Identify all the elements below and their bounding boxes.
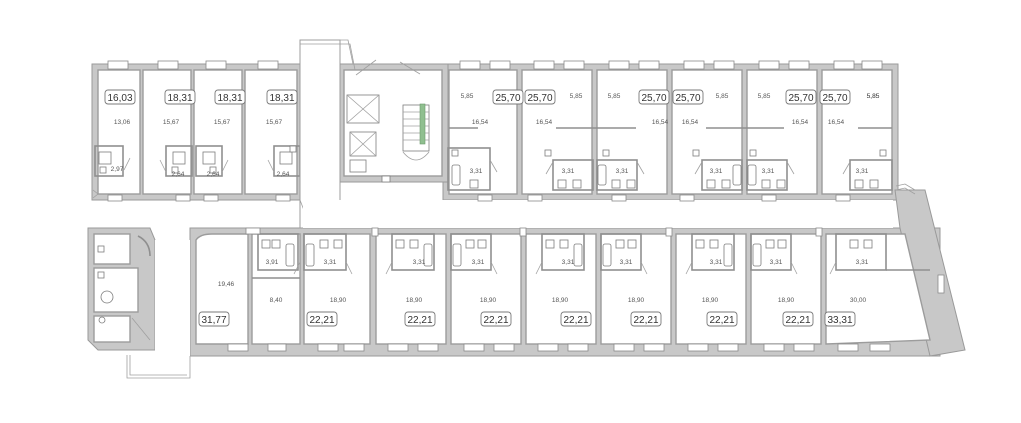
apartment-area-label: 22,21 [563,315,588,326]
room-area-label: 2,64 [207,171,220,178]
area-badge [306,311,338,327]
apartment-area-label: 25,70 [822,93,847,104]
area-badge [524,89,556,105]
area-badge [782,311,814,327]
room-area-label: 18,90 [628,297,645,304]
area-badge [198,311,230,327]
apartment-area-label: 18,31 [269,93,294,104]
room-area-label: 2,97 [111,166,124,173]
area-badge [638,89,670,105]
area-badge [492,89,524,105]
room-area-label: 16,54 [792,119,809,126]
room-area-label: 3,31 [762,168,775,175]
room-area-label: 5,85 [608,93,621,100]
room-area-label: 15,67 [163,119,180,126]
room-area-label: 16,54 [536,119,553,126]
room-area-label: 18,90 [778,297,795,304]
room-area-label: 5,85 [758,93,771,100]
apartment-area-label: 25,70 [641,93,666,104]
bottom-rooms [195,227,945,352]
room-area-label: 16,54 [472,119,489,126]
room-area-label: 16,54 [828,119,845,126]
area-badge [672,89,704,105]
room-area-label: 19,46 [218,281,235,288]
room-area-label: 5,85 [461,93,474,100]
room-area-label: 3,31 [710,168,723,175]
apartment-area-label: 22,21 [309,315,334,326]
area-badge [404,311,436,327]
room-area-label: 30,00 [850,297,867,304]
room-area-label: 3,31 [620,259,633,266]
apartment-area-label: 22,21 [633,315,658,326]
apartment-area-label: 22,21 [785,315,810,326]
area-badge [706,311,738,327]
room-area-label: 3,91 [266,259,279,266]
apartment-area-label: 33,31 [827,315,852,326]
apartment-area-label: 25,70 [527,93,552,104]
room-area-label: 8,40 [270,297,283,304]
room-area-label: 3,31 [856,259,869,266]
area-badge [164,89,196,105]
apartment-area-label: 25,70 [495,93,520,104]
area-badge [785,89,817,105]
room-area-label: 18,90 [702,297,719,304]
area-badge [480,311,512,327]
bottom-left-block [93,233,151,343]
area-badge [824,311,856,327]
apartment-area-label: 25,70 [788,93,813,104]
room-area-label: 3,31 [616,168,629,175]
room-area-label: 5,85 [867,93,880,100]
top-left-rooms [92,60,301,202]
room-area-label: 15,67 [214,119,231,126]
area-badge [266,89,298,105]
area-badge [214,89,246,105]
room-area-label: 3,31 [413,259,426,266]
apartment-area-label: 22,21 [407,315,432,326]
room-area-label: 3,31 [710,259,723,266]
room-area-label: 2,64 [277,171,290,178]
room-area-label: 5,85 [867,93,880,100]
stair-core [343,59,443,183]
room-area-label: 16,54 [682,119,699,126]
apartment-area-label: 18,31 [217,93,242,104]
room-area-label: 2,64 [172,171,185,178]
room-area-label: 3,31 [472,259,485,266]
room-area-label: 5,85 [716,93,729,100]
area-badge [819,89,851,105]
apartment-area-label: 22,21 [709,315,734,326]
room-area-label: 18,90 [406,297,423,304]
apartment-area-label: 31,77 [201,315,226,326]
room-area-label: 3,31 [324,259,337,266]
room-area-label: 13,06 [114,119,131,126]
apartment-area-label: 22,21 [483,315,508,326]
area-badge [560,311,592,327]
area-labels: 16,03 18,31 18,31 18,31 25,70 25,70 25,70 25,70… [104,89,880,327]
room-area-label: 5,85 [570,93,583,100]
apartment-area-label: 16,03 [107,93,132,104]
room-area-label: 3,31 [562,259,575,266]
room-area-label: 3,31 [562,168,575,175]
room-area-label: 18,90 [330,297,347,304]
room-area-label: 16,54 [652,119,669,126]
area-badge [630,311,662,327]
area-badge [104,89,136,105]
apartment-area-label: 25,70 [675,93,700,104]
room-area-label: 15,67 [266,119,283,126]
corridor [126,39,893,379]
room-area-label: 3,31 [770,259,783,266]
room-area-label: 18,90 [552,297,569,304]
room-area-label: 3,31 [470,168,483,175]
apartment-area-label: 18,31 [167,93,192,104]
room-area-label: 18,90 [480,297,497,304]
room-area-label: 3,31 [856,168,869,175]
